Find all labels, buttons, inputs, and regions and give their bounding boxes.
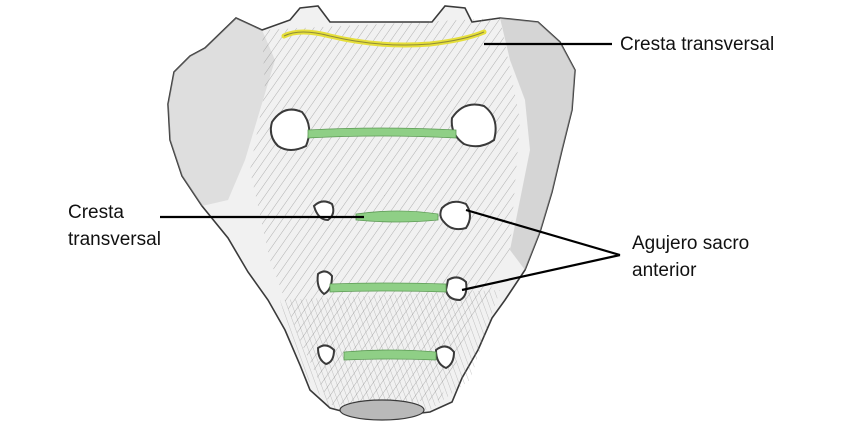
ridge-green-3 [329,282,447,293]
leader-foramen-lower [461,253,621,292]
label-line: Cresta transversal [620,34,775,55]
foramen-right-3 [444,276,468,302]
coccygeal-facet [339,399,425,421]
foramina [269,103,497,370]
leader-foramen-upper [465,208,621,257]
label-line: transversal [68,229,161,250]
transverse-ridge-top-outline [283,31,485,46]
ridge-green-2 [355,210,439,223]
left-wing-shade [168,18,275,206]
foramen-right-4 [434,345,456,370]
foramen-right-1 [450,103,497,148]
label-line: Agujero sacro [632,233,750,254]
label-line: anterior [632,260,697,281]
ridge-green-4 [343,349,437,361]
label-agujero-sacro-anterior: Agujero sacro anterior [632,230,749,284]
right-wing-shade [500,18,575,270]
foramen-left-1 [269,108,311,151]
label-cresta-transversal-top: Cresta transversal [620,31,774,58]
transverse-ridges-green [307,127,457,361]
foramen-left-4 [316,344,336,366]
ridge-green-1 [307,127,457,139]
label-cresta-transversal-left: Cresta transversal [68,199,161,253]
label-line: Cresta [68,202,124,223]
foramen-right-2 [439,200,471,231]
leader-lines [160,42,621,292]
